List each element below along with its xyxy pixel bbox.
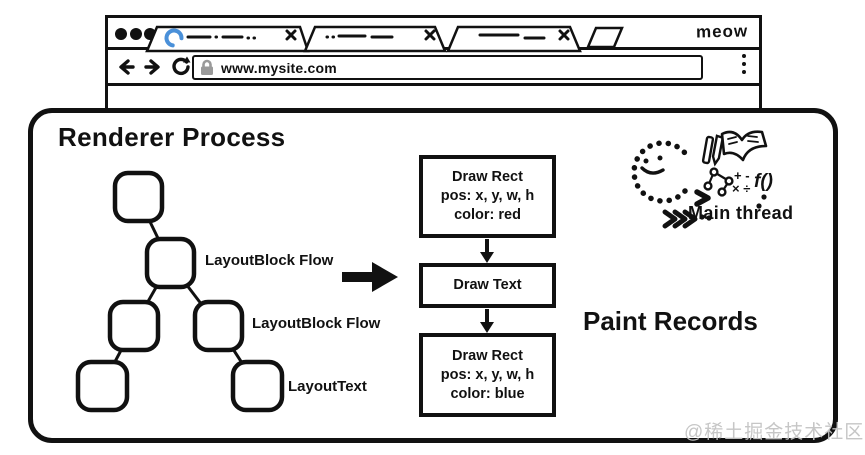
dotted-ellipse-icon: [631, 140, 688, 204]
paint-records-title: Paint Records: [583, 306, 758, 336]
lock-icon: [201, 59, 213, 75]
record-line: pos: x, y, w, h: [440, 188, 535, 204]
tree-node-root[interactable]: [112, 170, 165, 224]
trail-dot: [699, 214, 705, 220]
tab-3-close-icon[interactable]: [558, 29, 570, 41]
renderer-process-panel: Renderer Process LayoutBlock Flow Layout…: [28, 108, 838, 443]
forward-arrow-icon: [144, 58, 160, 75]
address-input[interactable]: www.mysite.com: [221, 59, 337, 76]
nav-bar: www.mysite.com: [108, 50, 759, 86]
tab-1[interactable]: [145, 25, 310, 53]
math-symbols-row2: × ÷: [732, 181, 750, 196]
tabs-graphic: [145, 25, 624, 53]
window-controls: [115, 28, 156, 40]
browser-window: meow www.mysite.com: [105, 15, 762, 112]
math-symbols-row1: + -: [734, 168, 750, 183]
record-box-draw-rect-blue[interactable]: Draw Rect pos: x, y, w, h color: blue: [419, 333, 556, 417]
tree-edges: [100, 196, 259, 387]
tab-1-close-icon[interactable]: [285, 29, 297, 41]
tab-2-close-icon[interactable]: [424, 29, 436, 41]
tree-label-layoutblock-1: LayoutBlock Flow: [205, 252, 334, 269]
tree-node-child-left[interactable]: [107, 299, 161, 353]
ruler-pencil-icon: [701, 134, 725, 167]
record-line: color: blue: [450, 385, 525, 402]
smiley-face-icon: [640, 155, 665, 175]
tree-label-layouttext: LayoutText: [288, 378, 367, 395]
tree-node-layouttext[interactable]: [230, 359, 285, 413]
tree-node-layoutblock-1[interactable]: [144, 236, 197, 290]
address-bar[interactable]: www.mysite.com: [192, 55, 703, 80]
new-tab-button[interactable]: [586, 26, 624, 49]
forward-button[interactable]: [144, 57, 162, 77]
menu-kebab-icon[interactable]: [742, 54, 746, 74]
flow-arrow-down-icon: [480, 239, 494, 263]
function-doodle-label: f(): [754, 171, 773, 192]
tab-3[interactable]: [446, 25, 582, 53]
trail-dot: [706, 215, 712, 221]
panel-title: Renderer Process: [58, 122, 286, 152]
record-box-draw-rect-red[interactable]: Draw Rect pos: x, y, w, h color: red: [419, 155, 556, 238]
layout-tree-graphic: [75, 170, 285, 413]
tab-3-title-placeholder: [478, 33, 546, 40]
watermark: @稀土掘金技术社区: [684, 422, 865, 443]
graph-doodle-icon: [703, 167, 734, 197]
open-book-icon: [720, 130, 768, 162]
tab-2-title-placeholder: [325, 34, 394, 39]
trail-dot: [756, 203, 762, 209]
tab-1-title-placeholder: [186, 35, 256, 40]
window-dot[interactable]: [115, 28, 127, 40]
record-line: Draw Rect: [452, 169, 523, 185]
tab-bar: meow: [108, 18, 759, 53]
back-arrow-icon: [119, 58, 135, 75]
window-dot[interactable]: [129, 28, 142, 40]
record-line: Draw Text: [453, 277, 522, 293]
tab-2[interactable]: [303, 25, 447, 53]
brand-label: meow: [695, 21, 749, 42]
record-line: pos: x, y, w, h: [440, 366, 535, 383]
main-thread-doodle: + - × ÷ f(): [631, 130, 773, 229]
trail-dot: [761, 194, 767, 200]
flow-arrow-down-icon: [480, 309, 494, 333]
tab-loading-spinner-icon: [164, 28, 184, 48]
record-box-draw-text[interactable]: Draw Text: [419, 263, 556, 308]
triple-chevron-icon: [662, 209, 698, 229]
tree-node-layoutblock-2[interactable]: [192, 299, 245, 353]
refresh-icon: [172, 56, 191, 75]
back-button[interactable]: [117, 57, 135, 77]
tree-node-leaf-left[interactable]: [75, 359, 130, 413]
record-line: color: red: [454, 207, 521, 223]
main-thread-label: Main thread: [688, 203, 794, 223]
tree-label-layoutblock-2: LayoutBlock Flow: [252, 315, 381, 332]
flow-arrow-right-icon: [342, 262, 398, 292]
refresh-button[interactable]: [171, 56, 191, 78]
record-line: Draw Rect: [452, 347, 523, 364]
chevron-icon: [694, 189, 711, 207]
